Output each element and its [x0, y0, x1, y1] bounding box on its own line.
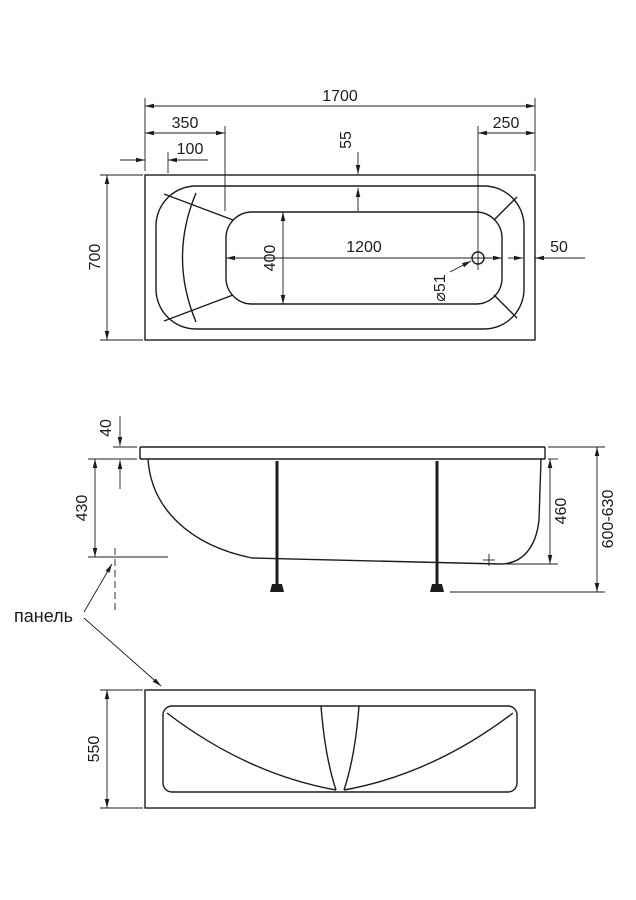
top-view: 1700 350 100 250 55 700 400 1200 50	[87, 88, 585, 341]
side-view: 40 430 460 600-630 панель	[14, 416, 617, 687]
dim-rim-top-width: 55	[338, 131, 355, 149]
dim-overflow-offset: 100	[177, 141, 204, 158]
dim-panel-height: 550	[86, 736, 103, 763]
panel-decor-curve	[343, 705, 360, 791]
panel-front-view: 550	[86, 689, 536, 809]
panel-label: панель	[14, 606, 73, 626]
dim-head-offset: 350	[172, 115, 199, 132]
leader-line	[449, 260, 472, 273]
dim-depth-left: 430	[74, 495, 91, 522]
panel-decor-curve	[320, 705, 337, 791]
tub-outer-rim-outline	[144, 174, 536, 341]
panel-inner-border	[162, 705, 518, 793]
corner-slope-line	[163, 193, 234, 221]
panel-decor-curve	[166, 712, 337, 791]
corner-slope-line	[163, 294, 234, 322]
dim-drain-offset: 250	[493, 115, 520, 132]
dim-bottom-length: 1200	[346, 239, 382, 256]
leg-foot	[270, 584, 284, 592]
dim-rim-thickness: 40	[98, 419, 115, 437]
tub-inner-rim-outline	[155, 185, 525, 330]
leader-line	[83, 617, 162, 687]
corner-slope-line	[493, 294, 518, 319]
dim-total-length: 1700	[322, 88, 358, 105]
dim-rim-side-width: 50	[550, 239, 568, 256]
corner-slope-line	[493, 196, 518, 221]
dim-drain-diameter: ⌀51	[432, 274, 449, 302]
leader-line	[83, 563, 113, 613]
leg-foot	[430, 584, 444, 592]
panel-outline	[144, 689, 536, 809]
dim-overall-height: 600-630	[600, 490, 617, 549]
tub-profile	[147, 458, 542, 565]
panel-decor-curve	[343, 712, 514, 791]
dim-total-width: 700	[87, 244, 104, 271]
dim-depth-right: 460	[553, 498, 570, 525]
head-slope-arc	[181, 192, 197, 323]
